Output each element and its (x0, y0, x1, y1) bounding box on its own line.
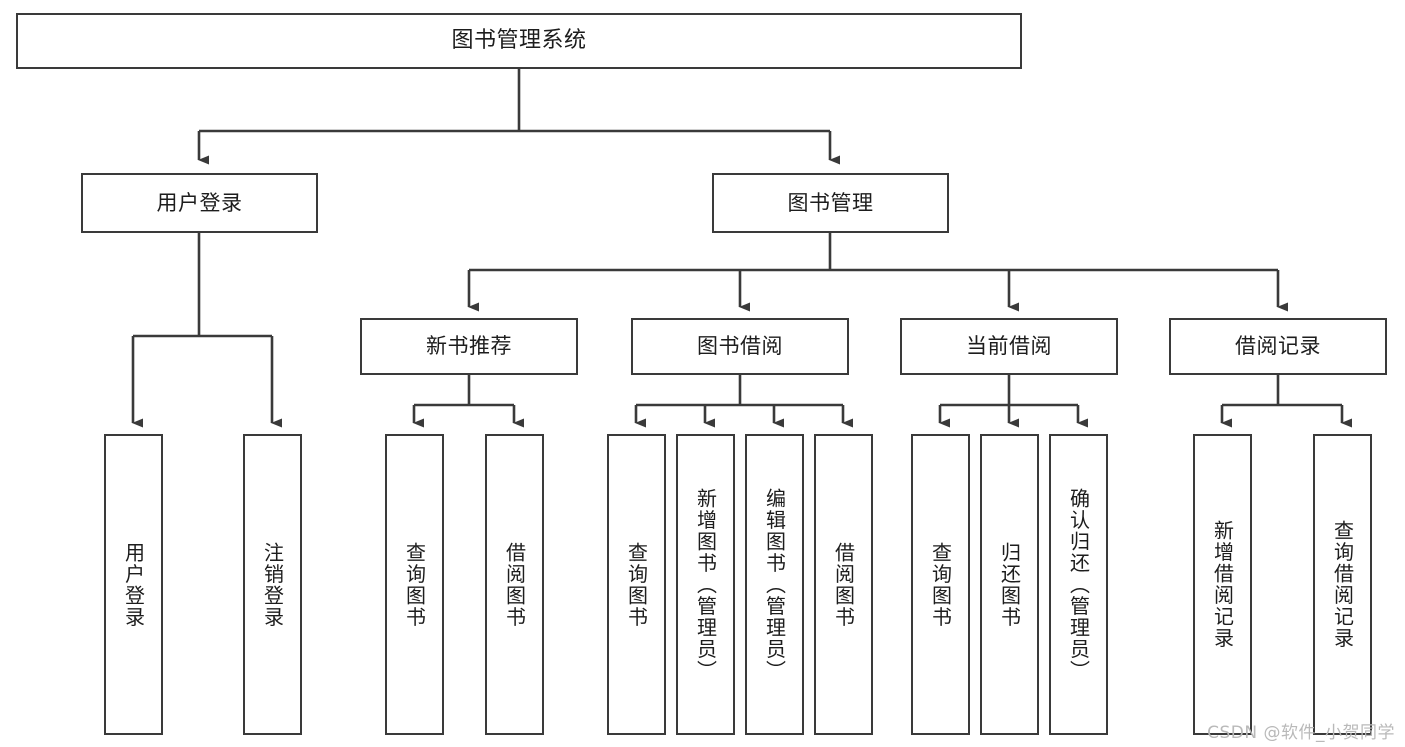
node-label: 用户登录 (121, 541, 146, 628)
node-current-borrow[interactable]: 当前借阅 (900, 318, 1118, 375)
node-book-borrow[interactable]: 图书借阅 (631, 318, 849, 375)
node-leaf-add-book-admin[interactable]: 新增图书（管理员） (676, 434, 735, 735)
node-leaf-return-book[interactable]: 归还图书 (980, 434, 1039, 735)
node-label: 新增图书（管理员） (693, 487, 718, 682)
node-leaf-borrow-book-recommendation[interactable]: 借阅图书 (485, 434, 544, 735)
csdn-watermark: CSDN @软件_小贺同学 (1207, 723, 1395, 743)
node-user-login[interactable]: 用户登录 (81, 173, 318, 233)
node-leaf-query-book-borrow[interactable]: 查询图书 (607, 434, 666, 735)
node-label: 新书推荐 (426, 334, 512, 359)
node-label: 确认归还（管理员） (1066, 487, 1091, 682)
node-new-book-recommendation[interactable]: 新书推荐 (360, 318, 578, 375)
node-label: 查询图书 (402, 541, 427, 628)
node-label: 编辑图书（管理员） (762, 487, 787, 682)
node-leaf-borrow-book[interactable]: 借阅图书 (814, 434, 873, 735)
node-label: 借阅图书 (502, 541, 527, 628)
node-label: 查询借阅记录 (1330, 520, 1355, 649)
node-leaf-query-borrow-record[interactable]: 查询借阅记录 (1313, 434, 1372, 735)
node-label: 当前借阅 (966, 334, 1052, 359)
node-leaf-add-borrow-record[interactable]: 新增借阅记录 (1193, 434, 1252, 735)
node-leaf-query-book-recommendation[interactable]: 查询图书 (385, 434, 444, 735)
node-leaf-confirm-return-admin[interactable]: 确认归还（管理员） (1049, 434, 1108, 735)
node-label: 新增借阅记录 (1210, 520, 1235, 649)
node-label: 查询图书 (624, 541, 649, 628)
node-label: 借阅记录 (1235, 334, 1321, 359)
node-label: 图书管理 (787, 190, 874, 215)
node-label: 图书管理系统 (451, 28, 587, 54)
node-leaf-edit-book-admin[interactable]: 编辑图书（管理员） (745, 434, 804, 735)
node-label: 注销登录 (260, 541, 285, 628)
node-label: 用户登录 (156, 190, 243, 215)
node-label: 图书借阅 (697, 334, 783, 359)
node-leaf-logout[interactable]: 注销登录 (243, 434, 302, 735)
node-label: 借阅图书 (831, 541, 856, 628)
node-borrow-record[interactable]: 借阅记录 (1169, 318, 1387, 375)
node-label: 查询图书 (928, 541, 953, 628)
node-book-manage[interactable]: 图书管理 (712, 173, 949, 233)
node-book-management-system[interactable]: 图书管理系统 (16, 13, 1022, 69)
node-leaf-user-login[interactable]: 用户登录 (104, 434, 163, 735)
node-label: 归还图书 (997, 541, 1022, 628)
node-leaf-query-book-current[interactable]: 查询图书 (911, 434, 970, 735)
